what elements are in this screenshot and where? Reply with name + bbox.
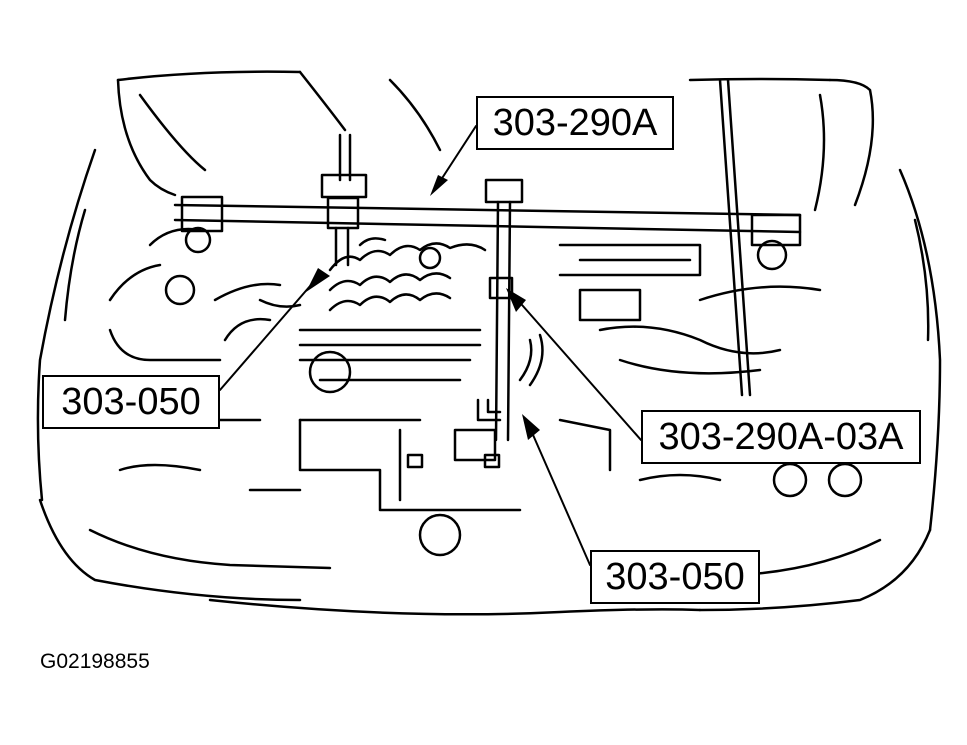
label-303-050-left: 303-050 [42, 375, 220, 429]
arrowheads [306, 175, 540, 440]
label-303-050-bottom: 303-050 [590, 550, 760, 604]
arrowhead-left [306, 268, 330, 292]
arrowhead-bottom [522, 414, 540, 440]
engine-block [298, 237, 487, 394]
body-outline [36, 148, 942, 616]
label-303-290A: 303-290A [476, 96, 674, 150]
cross-member [248, 418, 612, 557]
hood-outline [116, 70, 875, 212]
arrowhead-main [430, 175, 448, 196]
strut-bar [173, 195, 802, 271]
left-support-post [320, 133, 368, 267]
figure-id: G02198855 [40, 650, 150, 673]
leader-lines [219, 125, 642, 566]
hood-prop-rod [718, 78, 752, 397]
arrowhead-adapter [506, 288, 526, 312]
left-components [108, 227, 302, 472]
label-303-290A-03A: 303-290A-03A [641, 410, 921, 464]
right-support-post [476, 178, 544, 442]
